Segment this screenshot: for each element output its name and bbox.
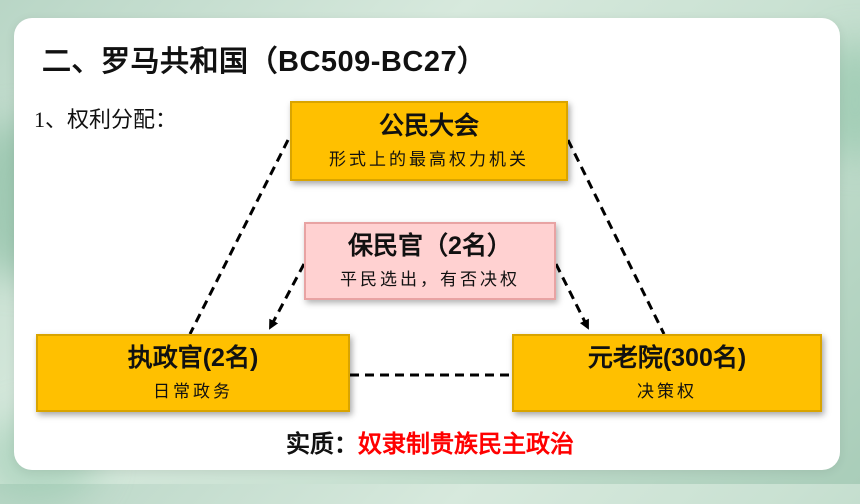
tribune-desc: 平民选出，有否决权 (340, 269, 520, 289)
arrow-tribune-consul (268, 263, 306, 330)
connector-lines (188, 139, 666, 377)
assembly-desc: 形式上的最高权力机关 (329, 149, 529, 169)
tribune-name: 保民官（2名） (348, 232, 512, 261)
essence-label: 实质： (286, 431, 358, 458)
consul-name: 执政官(2名) (127, 344, 259, 373)
box-senate: 元老院(300名) 决策权 (512, 334, 822, 412)
slide-title: 二、罗马共和国（BC509-BC27） (42, 46, 487, 78)
consul-desc: 日常政务 (153, 381, 233, 401)
arrow-tribune-senate (554, 263, 590, 330)
box-citizens-assembly: 公民大会 形式上的最高权力机关 (290, 101, 568, 181)
box-tribune: 保民官（2名） 平民选出，有否决权 (304, 222, 556, 300)
senate-desc: 决策权 (637, 381, 697, 401)
assembly-name: 公民大会 (378, 112, 479, 141)
link-assembly-consul (188, 139, 290, 335)
essence-value: 奴隶制贵族民主政治 (358, 431, 574, 458)
subheading: 1、权利分配： (34, 107, 178, 132)
essence-line: 实质：奴隶制贵族民主政治 (0, 424, 860, 459)
senate-name: 元老院(300名) (587, 344, 747, 373)
box-consul: 执政官(2名) 日常政务 (36, 334, 350, 412)
link-assembly-senate (566, 139, 666, 335)
